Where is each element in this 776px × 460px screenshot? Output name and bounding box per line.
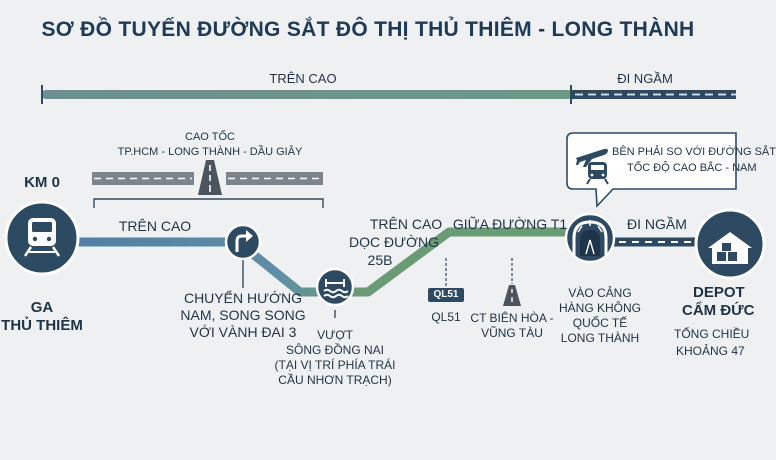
river-bridge-icon <box>315 267 355 307</box>
expressway-label-line2: TP.HCM - LONG THÀNH - DẦU GIÂY <box>117 146 303 158</box>
depot-sub-line2: KHOẢNG 47 <box>676 344 745 358</box>
turn-label-line3: VỚI VÀNH ĐAI 3 <box>189 324 297 340</box>
callout-bubble <box>566 132 737 208</box>
segment-elevated-2-line3: 25B <box>367 252 393 268</box>
depot-sub-line1: TỔNG CHIỀU <box>674 327 750 341</box>
turn-label-line1: CHUYỂN HƯỚNG <box>183 290 303 306</box>
ql51-label: QL51 <box>431 310 461 324</box>
diagram-title: SƠ ĐỒ TUYẾN ĐƯỜNG SẮT ĐÔ THỊ THỦ THIÊM -… <box>41 18 695 41</box>
start-station-name-line2: THỦ THIÊM <box>1 317 83 334</box>
segment-elevated-2-line2: DỌC ĐƯỜNG <box>348 234 440 250</box>
depot-name-line2: CẨM ĐỨC <box>682 302 755 319</box>
ct-label-line2: VŨNG TÀU <box>481 326 543 340</box>
km-zero-label: KM 0 <box>24 174 60 191</box>
river-label-line2: SÔNG ĐỒNG NAI <box>285 343 384 357</box>
top-elevated-label: TRÊN CAO <box>269 71 337 86</box>
segment-elevated-2-line1: TRÊN CAO <box>369 216 443 232</box>
airport-label-line4: LONG THÀNH <box>560 331 640 345</box>
turn-right-icon <box>224 223 262 261</box>
airport-label-line3: QUỐC TẾ <box>572 316 628 330</box>
segment-median-t1: GIỮA ĐƯỜNG T1 <box>452 216 568 232</box>
diagram-graphics <box>4 85 766 318</box>
expressway-icon <box>198 160 222 195</box>
airport-label-line1: VÀO CẢNG <box>568 286 632 300</box>
airport-label-line2: HÀNG KHÔNG <box>558 301 641 315</box>
ql51-badge-bg <box>428 288 464 302</box>
segment-underground: ĐI NGẦM <box>627 216 687 232</box>
start-station-name-line1: GA <box>30 299 54 316</box>
top-section-bar <box>41 85 736 104</box>
expressway-strip <box>92 160 324 208</box>
expressway-road-icon <box>503 285 521 306</box>
segment-elevated-1: TRÊN CAO <box>118 218 192 234</box>
expressway-label-line1: CAO TỐC <box>185 131 235 143</box>
callout-text-line2: TỐC ĐỘ CAO BẮC - NAM <box>627 162 757 174</box>
callout-text-line1: BÊN PHẢI SO VỚI ĐƯỜNG SẮT <box>612 146 776 158</box>
route-diagram: SƠ ĐỒ TUYẾN ĐƯỜNG SẮT ĐÔ THỊ THỦ THIÊM -… <box>1 18 776 387</box>
ct-label-line1: CT BIÊN HÒA - <box>470 311 554 325</box>
river-label-line4: CẦU NHƠN TRẠCH) <box>278 373 392 387</box>
turn-label-line2: NAM, SONG SONG <box>180 307 306 323</box>
river-label-line3: (TẠI VỊ TRÍ PHÍA TRÁI <box>274 358 396 372</box>
river-label-line1: VƯỢT <box>317 328 353 342</box>
depot-name-line1: DEPOT <box>693 284 745 301</box>
airplane-icon <box>576 148 608 167</box>
tunnel-portal-icon <box>564 212 616 264</box>
depot-warehouse-icon <box>694 208 766 280</box>
ql51-badge: QL51 <box>433 289 459 300</box>
elevated-bar <box>42 90 572 99</box>
expressway-bracket <box>93 198 324 208</box>
top-underground-label: ĐI NGẦM <box>617 71 673 86</box>
train-station-icon <box>4 200 80 276</box>
high-speed-train-icon <box>586 162 609 185</box>
